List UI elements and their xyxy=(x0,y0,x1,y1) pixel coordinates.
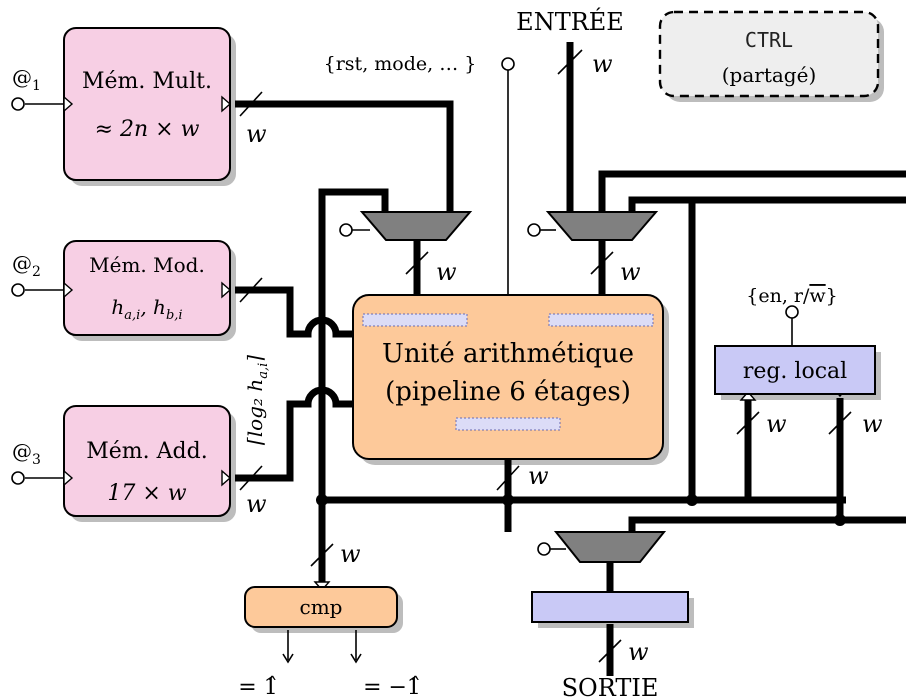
width-labels: w w w w w w w w w w xyxy=(246,50,883,666)
ctrl-bus-port-icon xyxy=(501,57,515,71)
cmp-label: cmp xyxy=(300,595,343,619)
cmp-out-one: = 1̂ xyxy=(238,675,277,700)
entree-label: ENTRÉE xyxy=(516,7,624,36)
port-2-icon xyxy=(11,283,25,297)
memory-add-title: Mém. Add. xyxy=(86,439,207,464)
control-wires xyxy=(25,70,793,660)
port-circles xyxy=(11,57,799,556)
memory-mod-content: ha,i, hb,i xyxy=(111,295,182,323)
mux3-select-icon xyxy=(537,542,551,556)
alu: Unité arithmétique (pipeline 6 étages) xyxy=(352,294,664,460)
mux-1 xyxy=(359,211,473,241)
memory-mult-title: Mém. Mult. xyxy=(82,69,212,94)
ctrl-subtitle: (partagé) xyxy=(722,63,817,87)
memory-mod: Mém. Mod. ha,i, hb,i xyxy=(63,240,231,336)
output-register xyxy=(531,591,689,623)
width-label-mux2: w xyxy=(620,258,641,286)
reg-local-label: reg. local xyxy=(743,359,847,384)
port-1-label: @1 xyxy=(12,65,41,94)
junction-dots xyxy=(316,494,846,526)
width-label-alu-out: w xyxy=(528,462,549,490)
width-label-reg-in: w xyxy=(766,410,787,438)
memory-add-size: 17 × w xyxy=(107,481,186,506)
width-label-add: w xyxy=(246,490,267,518)
port-labels: @1 @2 @3 xyxy=(12,65,41,468)
alu-subtitle: (pipeline 6 étages) xyxy=(385,377,631,407)
log-width-label: ⌈log₂ ha,i⌉ xyxy=(243,355,271,445)
reg-ctrl-label: {en, r/w} xyxy=(746,285,838,307)
port-3-label: @3 xyxy=(12,439,41,468)
memory-mod-title: Mém. Mod. xyxy=(89,253,205,277)
sortie-label: SORTIE xyxy=(562,674,659,700)
mux-2 xyxy=(545,211,659,241)
port-2-label: @2 xyxy=(12,251,41,280)
memory-mult: Mém. Mult. ≈ 2n × w xyxy=(63,27,231,181)
bus-wires xyxy=(235,42,906,676)
ctrl-bus-label: {rst, mode, … } xyxy=(324,53,477,75)
reg-ctrl-port-icon xyxy=(785,305,799,319)
width-label-cmp: w xyxy=(340,540,361,568)
width-label-mux1: w xyxy=(436,258,457,286)
memory-add: Mém. Add. 17 × w xyxy=(63,405,231,517)
width-slashes xyxy=(239,49,852,663)
width-label-sortie: w xyxy=(628,638,649,666)
width-label-reg-out: w xyxy=(862,410,883,438)
control-arrowheads xyxy=(282,653,362,664)
alu-title: Unité arithmétique xyxy=(382,339,634,369)
width-label-mult: w xyxy=(246,120,267,148)
mux2-select-icon xyxy=(527,223,541,237)
width-label-entree: w xyxy=(592,50,613,78)
ctrl-box: CTRL (partagé) xyxy=(658,10,880,98)
mux-3 xyxy=(553,531,667,563)
mux1-select-icon xyxy=(339,223,353,237)
cmp-out-minus-one: = −1̂ xyxy=(363,675,421,700)
ctrl-title: CTRL xyxy=(745,28,793,52)
port-3-icon xyxy=(11,471,25,485)
cmp: cmp xyxy=(244,586,398,628)
port-1-icon xyxy=(11,97,25,111)
reg-local: reg. local xyxy=(714,345,876,395)
memory-mult-size: ≈ 2n × w xyxy=(95,117,200,142)
